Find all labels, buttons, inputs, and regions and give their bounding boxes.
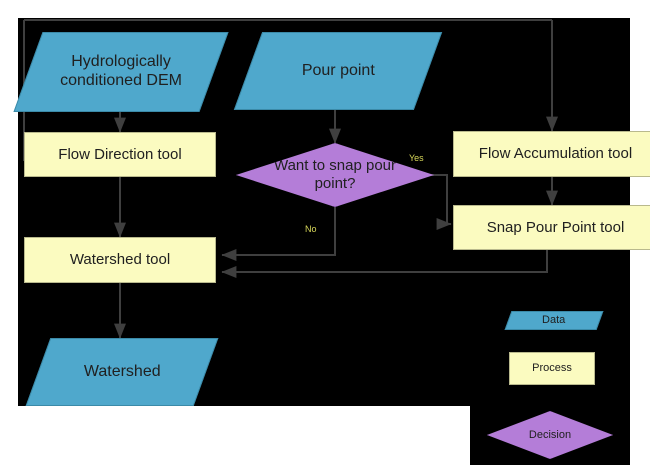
node-flow-accumulation-tool[interactable]: Flow Accumulation tool xyxy=(453,131,650,177)
node-pour-point[interactable]: Pour point xyxy=(233,32,443,110)
node-flow-direction-tool[interactable]: Flow Direction tool xyxy=(24,132,216,177)
node-label: Hydrologically conditioned DEM xyxy=(60,53,182,89)
node-label: Watershed tool xyxy=(69,251,171,269)
node-label: Snap Pour Point tool xyxy=(486,218,625,236)
edge-label-no: No xyxy=(305,224,317,234)
node-label: Pour point xyxy=(301,61,375,79)
legend-data-shape: Data xyxy=(504,311,604,330)
legend-data-label: Data xyxy=(542,314,566,327)
node-snap-pour-point-tool[interactable]: Snap Pour Point tool xyxy=(453,205,650,250)
node-label: Flow Direction tool xyxy=(58,145,182,163)
node-watershed-tool[interactable]: Watershed tool xyxy=(24,237,216,283)
node-label: Want to snap pour point? xyxy=(273,157,396,192)
legend-process-label: Process xyxy=(532,362,572,375)
legend-process-shape: Process xyxy=(509,352,595,385)
node-label: Watershed xyxy=(83,362,161,380)
node-watershed[interactable]: Watershed xyxy=(25,338,219,406)
edge-label-yes: Yes xyxy=(409,153,424,163)
node-label: Flow Accumulation tool xyxy=(478,145,633,163)
legend-decision-label: Decision xyxy=(528,428,572,441)
node-hydrologically-conditioned-dem[interactable]: Hydrologically conditioned DEM xyxy=(13,32,229,112)
